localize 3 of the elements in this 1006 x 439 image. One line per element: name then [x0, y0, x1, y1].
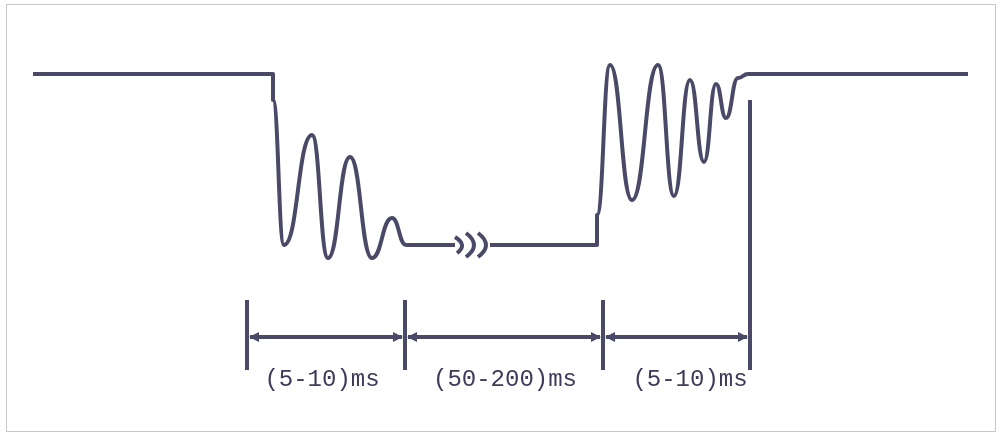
- duration-label: (5-10)ms: [264, 366, 380, 393]
- duration-label: (5-10)ms: [632, 366, 748, 393]
- duration-label: (50-200)ms: [433, 366, 577, 393]
